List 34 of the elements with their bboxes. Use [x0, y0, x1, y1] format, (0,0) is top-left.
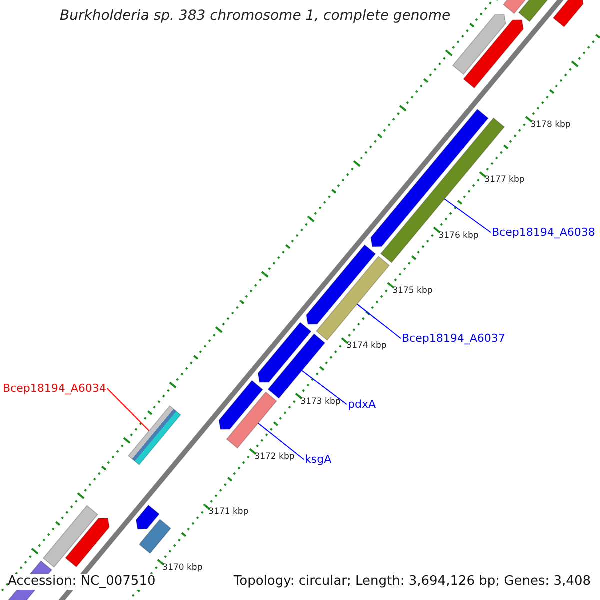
gene-segment	[218, 380, 264, 430]
genome-summary-text: Topology: circular; Length: 3,694,126 bp; Genes: 3,408	[234, 574, 591, 590]
gene-segment	[316, 256, 390, 341]
scale-label: 3177 kbp	[484, 175, 525, 186]
scale-label: 3172 kbp	[254, 452, 295, 462]
gene-segment	[552, 0, 584, 28]
gene-segment	[128, 406, 182, 466]
scale-label: 3170 kbp	[162, 562, 203, 573]
gene-segment	[226, 392, 278, 449]
gene-segment	[65, 518, 110, 568]
gene-segment	[306, 244, 376, 325]
scale-label: 3171 kbp	[208, 507, 249, 518]
scale-label: 3178 kbp	[530, 120, 571, 130]
gene-segment	[136, 504, 160, 530]
gene-label: Bcep18194_A6037	[402, 332, 506, 346]
scale-label: 3175 kbp	[392, 286, 433, 296]
title: Burkholderia sp. 383 chromosome 1, complete genome	[60, 8, 451, 25]
gene-segment	[268, 334, 326, 400]
accession-text: Accession: NC_007510	[8, 574, 156, 590]
scale-label: 3176 kbp	[438, 230, 479, 241]
gene-segment	[42, 505, 98, 568]
gene-segment	[518, 0, 549, 22]
leader-line	[302, 370, 348, 406]
scale-label: 3174 kbp	[346, 341, 387, 352]
scale-label: 3173 kbp	[300, 396, 341, 407]
gene-segment	[258, 322, 312, 383]
gene-label: Bcep18194_A6038	[492, 226, 596, 240]
leader-line	[106, 388, 150, 432]
gene-label: Bcep18194_A6034	[3, 382, 106, 396]
gene-label: pdxA	[348, 398, 376, 412]
gene-segment	[463, 20, 524, 89]
gene-segment	[138, 519, 172, 554]
gene-segment	[452, 14, 506, 76]
gene-label: ksgA	[305, 453, 332, 466]
